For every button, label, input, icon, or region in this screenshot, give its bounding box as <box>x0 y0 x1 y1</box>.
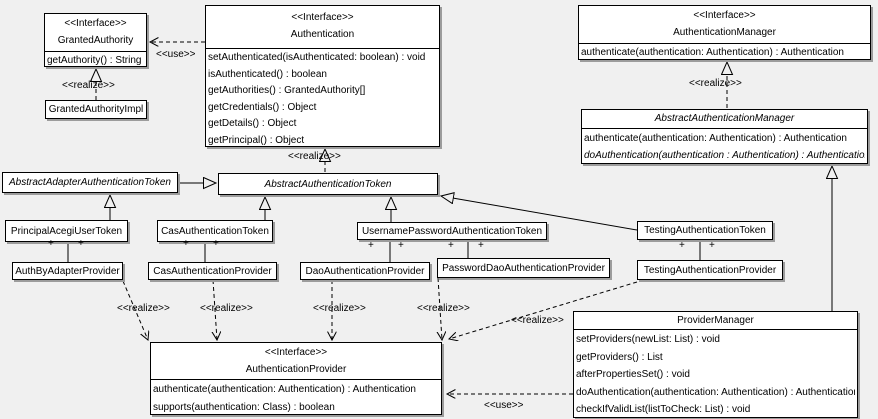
method-signature: setAuthenticated(isAuthenticated: boolea… <box>208 52 426 63</box>
class-box-testing-authentication-token: TestingAuthenticationToken <box>637 221 773 240</box>
class-box-granted-authority-impl: GrantedAuthorityImpl <box>45 100 147 119</box>
method-signature: getAuthorities() : GrantedAuthority[] <box>208 85 366 97</box>
class-name: DaoAuthenticationProvider <box>305 265 425 277</box>
realize-label: <<realize>> <box>117 303 170 314</box>
class-name: AbstractAuthenticationToken <box>264 178 392 190</box>
method-signature: isAuthenticated() : boolean <box>208 68 327 80</box>
class-box-authentication-provider: <<Interface>> AuthenticationProvider aut… <box>150 342 442 415</box>
class-box-abstract-authentication-manager: AbstractAuthenticationManager authentica… <box>581 109 868 164</box>
use-label: <<use>> <box>156 49 196 60</box>
class-box-auth-by-adapter-provider: AuthByAdapterProvider <box>12 262 123 280</box>
class-box-abstract-adapter-authentication-token: AbstractAdapterAuthenticationToken <box>2 172 178 193</box>
method-signature: authenticate(authentication: Authenticat… <box>153 384 416 395</box>
class-name: CasAuthenticationProvider <box>153 265 272 277</box>
method-signature: doAuthentication(authentication: Authent… <box>576 386 855 398</box>
method-signature: authenticate(authentication: Authenticat… <box>581 47 844 58</box>
method-signature: getPrincipal() : Object <box>208 134 305 146</box>
method-signature: authenticate(authentication: Authenticat… <box>584 133 847 144</box>
class-name: AuthByAdapterProvider <box>15 265 120 277</box>
class-name: PasswordDaoAuthenticationProvider <box>442 262 605 274</box>
realize-label: <<realize>> <box>689 78 742 89</box>
association-plus-label: + <box>448 240 454 251</box>
class-name: CasAuthenticationToken <box>161 225 269 237</box>
class-box-granted-authority: <<Interface>> GrantedAuthority getAuthor… <box>44 13 147 67</box>
realize-label: <<realize>> <box>417 303 470 314</box>
class-name: TestingAuthenticationProvider <box>643 264 777 276</box>
class-name: UsernamePasswordAuthenticationToken <box>361 225 543 237</box>
association-plus-label: + <box>183 238 189 249</box>
realize-label: <<realize>> <box>288 151 341 162</box>
method-signature: supports(authentication: Class) : boolea… <box>153 401 335 413</box>
class-name: AuthenticationManager <box>673 27 776 38</box>
class-box-username-password-authentication-token: UsernamePasswordAuthenticationToken <box>357 222 547 240</box>
method-signature: checkIfValidList(listToCheck: List) : vo… <box>576 404 751 416</box>
method-signature: setProviders(newList: List) : void <box>576 334 720 345</box>
method-signature: getDetails() : Object <box>208 118 297 130</box>
use-label: <<use>> <box>484 400 524 411</box>
association-plus-label: + <box>368 240 374 251</box>
class-box-password-dao-authentication-provider: PasswordDaoAuthenticationProvider <box>437 258 610 278</box>
class-name: Authentication <box>290 29 355 40</box>
realize-label: <<realize>> <box>62 80 115 91</box>
class-box-dao-authentication-provider: DaoAuthenticationProvider <box>300 262 430 280</box>
stereotype-label: <<Interface>> <box>693 10 756 21</box>
class-box-authentication-manager: <<Interface>> AuthenticationManager auth… <box>578 5 871 60</box>
class-name: GrantedAuthority <box>57 35 134 46</box>
class-name: TestingAuthenticationToken <box>644 225 766 236</box>
stereotype-label: <<Interface>> <box>264 347 328 358</box>
method-signature: getProviders() : List <box>576 351 663 363</box>
class-box-abstract-authentication-token: AbstractAuthenticationToken <box>218 173 438 195</box>
method-signature: getCredentials() : Object <box>208 101 317 113</box>
class-box-cas-authentication-token: CasAuthenticationToken <box>157 220 273 242</box>
class-name: AuthenticationProvider <box>245 364 347 375</box>
class-name: AbstractAuthenticationManager <box>654 113 795 124</box>
stereotype-label: <<Interface>> <box>64 18 127 29</box>
class-box-provider-manager: ProviderManager setProviders(newList: Li… <box>573 311 858 418</box>
association-plus-label: + <box>213 238 219 249</box>
association-plus-label: + <box>48 238 54 249</box>
association-plus-label: + <box>398 240 404 251</box>
association-plus-label: + <box>478 240 484 251</box>
class-name: GrantedAuthorityImpl <box>48 104 144 115</box>
realize-label: <<realize>> <box>200 303 253 314</box>
association-plus-label: + <box>709 240 715 251</box>
stereotype-label: <<Interface>> <box>291 12 354 23</box>
class-box-testing-authentication-provider: TestingAuthenticationProvider <box>637 260 783 280</box>
realize-label: <<realize>> <box>313 303 366 314</box>
realize-label: <<realize>> <box>511 315 564 326</box>
class-box-authentication: <<Interface>> Authentication setAuthenti… <box>205 5 440 147</box>
class-box-cas-authentication-provider: CasAuthenticationProvider <box>148 262 277 280</box>
class-name: ProviderManager <box>677 315 754 326</box>
class-box-principal-acegi-user-token: PrincipalAcegiUserToken <box>5 220 128 242</box>
class-name: AbstractAdapterAuthenticationToken <box>9 177 171 188</box>
method-signature: afterPropertiesSet() : void <box>576 369 690 381</box>
association-plus-label: + <box>78 238 84 249</box>
method-signature: getAuthority() : String <box>47 55 142 66</box>
association-plus-label: + <box>679 240 685 251</box>
method-signature: doAuthentication(authentication : Authen… <box>584 150 865 161</box>
class-name: PrincipalAcegiUserToken <box>10 225 123 237</box>
